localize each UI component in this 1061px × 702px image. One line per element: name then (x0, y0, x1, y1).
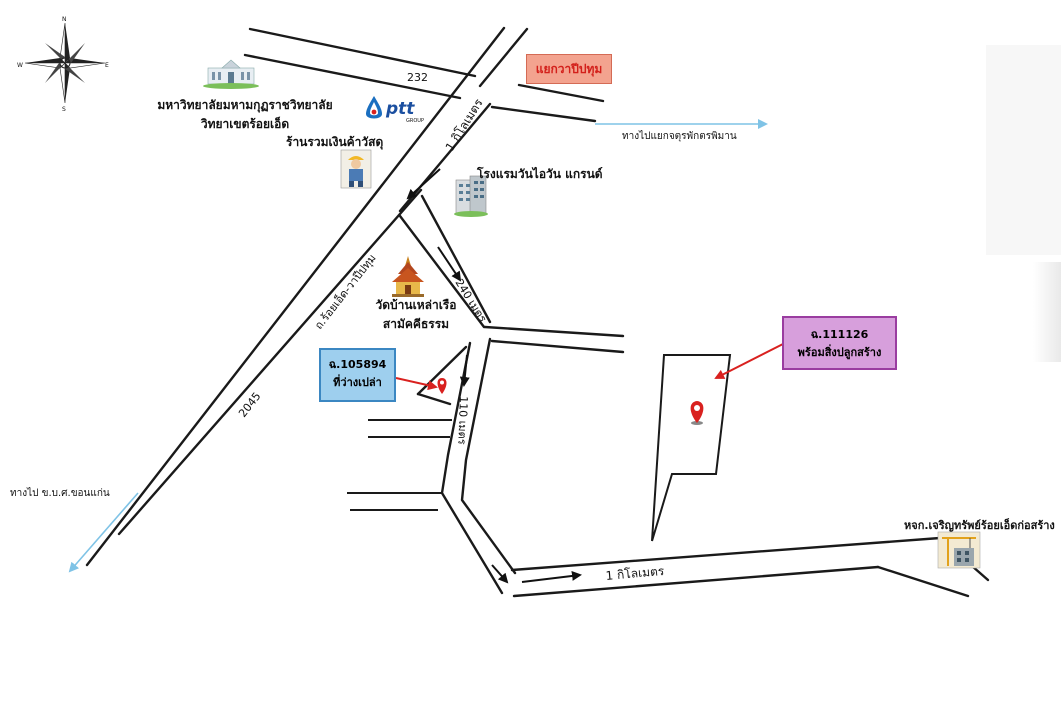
label-to-khon-kaen: ทางไป ข.บ.ศ.ขอนแก่น (10, 487, 110, 499)
university-building-icon (203, 59, 259, 89)
temple-icon (392, 256, 424, 297)
label-temple-line1: วัดบ้านเหล่าเรือ (375, 298, 457, 312)
screenshot-edge-fade (1033, 262, 1061, 362)
land1-description: ที่ว่างเปล่า (333, 376, 382, 389)
label-route-232: 232 (407, 71, 428, 84)
direction-arrow-240m (437, 246, 462, 282)
soi-110m (347, 337, 517, 595)
construction-worker-icon (340, 149, 372, 189)
label-university-line2: วิทยาเขตร้อยเอ็ด (200, 117, 290, 131)
label-temple-line2: สามัคคีธรรม (382, 317, 450, 331)
direction-arrow-110m (459, 354, 470, 387)
land2-description: พร้อมสิ่งปลูกสร้าง (797, 346, 882, 359)
direction-arrow-main (406, 168, 441, 200)
label-dist-110m: 110 เมตร (455, 396, 470, 445)
compass-south: S (62, 106, 66, 113)
ptt-logo-text: ptt (385, 99, 415, 119)
road-1km-bottom (510, 536, 990, 598)
callout-arrow-land1 (395, 377, 438, 391)
side-road-240m (398, 194, 625, 354)
label-dist-1km-bottom: 1 กิโลเมตร (605, 564, 665, 583)
callout-arrow-land2 (714, 343, 784, 379)
callout-land-105894: ฉ.105894 ที่ว่างเปล่า (319, 348, 396, 402)
label-temple: วัดบ้านเหล่าเรือ สามัคคีธรรม (366, 296, 466, 334)
ptt-logo-icon: ptt GROUP (366, 96, 424, 124)
label-hotel: โรงแรมวันไอวัน แกรนด์ (477, 167, 603, 181)
construction-site-icon (937, 531, 981, 569)
compass-rose-icon: N S E W (17, 16, 109, 113)
compass-west: W (17, 62, 23, 69)
direction-arrow-bottom (521, 570, 582, 583)
ptt-logo-subtext: GROUP (406, 118, 424, 124)
callout-land-111126: ฉ.111126 พร้อมสิ่งปลูกสร้าง (782, 316, 897, 370)
compass-north: N (62, 16, 67, 23)
land1-id: ฉ.105894 (328, 358, 387, 371)
map-pin-icon (690, 401, 704, 425)
road-232 (243, 27, 605, 123)
label-university-line1: มหาวิทยาลัยมหามกุฏราชวิทยาลัย (157, 98, 333, 112)
label-hardware-store: ร้านรวมเงินค้าวัสดุ (286, 135, 384, 149)
label-dist-1km-top: 1 กิโลเมตร (443, 96, 486, 154)
compass-east: E (105, 62, 109, 69)
label-to-junction: ทางไปแยกจตุรพักตรพิมาน (622, 130, 737, 142)
direction-to-khon-kaen-arrow (68, 492, 139, 573)
land2-id: ฉ.111126 (810, 328, 869, 341)
direction-arrow-curve (491, 564, 509, 584)
hotel-building-icon (454, 175, 488, 217)
screenshot-edge-panel (986, 45, 1061, 255)
land-plot-111126 (651, 354, 732, 542)
label-construction: หจก.เจริญทรัพย์ร้อยเอ็ดก่อสร้าง (904, 519, 1055, 532)
callout-intersection: แยกวาปีปทุม (526, 54, 612, 84)
label-university: มหาวิทยาลัยมหามกุฏราชวิทยาลัย วิทยาเขตร้… (142, 96, 348, 134)
map-pin-icon (437, 378, 447, 394)
